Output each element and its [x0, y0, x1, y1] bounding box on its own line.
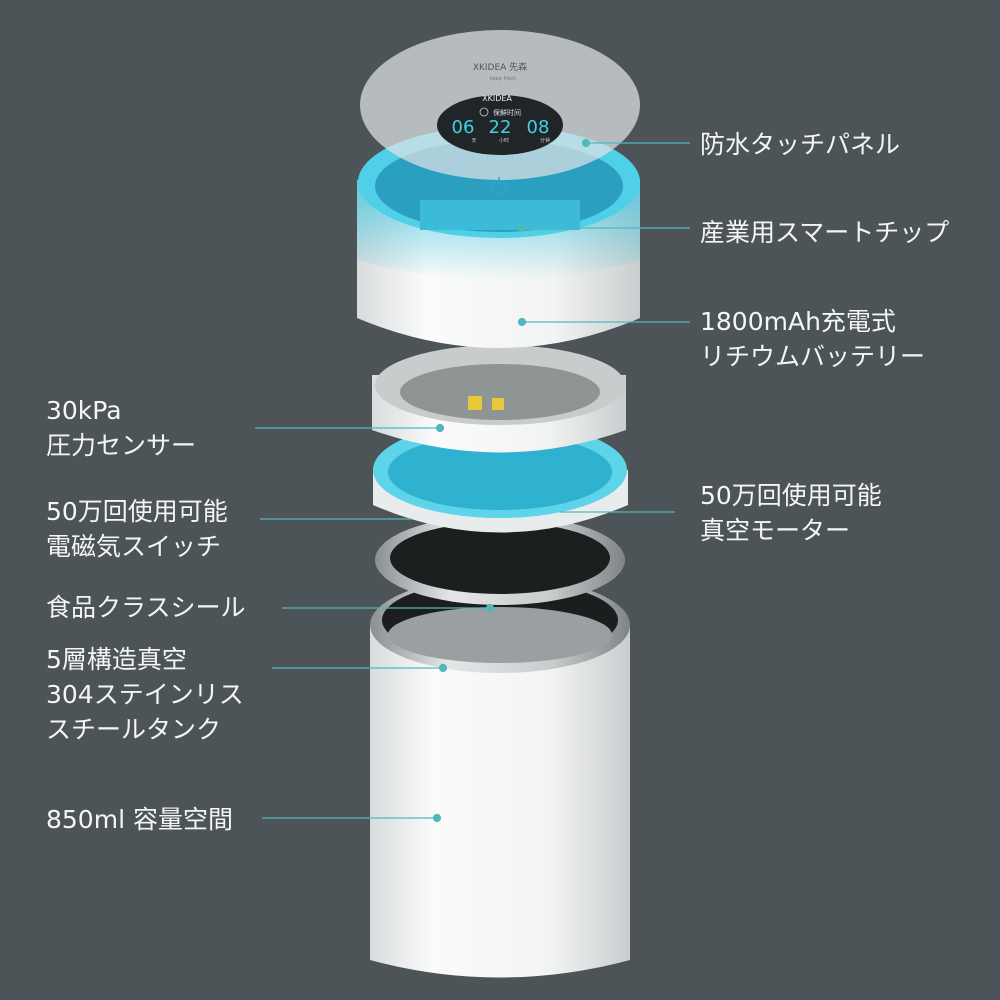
label-line: 真空モーター: [700, 516, 851, 545]
label-line: 電磁気スイッチ: [46, 532, 222, 561]
screen-brand: XKIDEA: [482, 94, 512, 103]
label-line: 圧力センサー: [46, 431, 197, 460]
label-line: 産業用スマートチップ: [700, 218, 950, 247]
label-vacuum-motor: 50万回使用可能真空モーター: [700, 478, 882, 548]
time-minutes: 08: [527, 117, 550, 138]
label-line: 50万回使用可能: [46, 497, 228, 526]
food-grade-seal: [375, 515, 625, 605]
unit-minutes: 分钟: [540, 137, 550, 144]
circuit-board: [420, 200, 580, 230]
callout-lines: [255, 138, 690, 823]
pressure-sensor-section: [372, 345, 626, 453]
logo-text: XKIDEA 先森: [473, 61, 527, 73]
tank-body: [370, 577, 630, 978]
label-line: 食品クラスシール: [46, 593, 246, 622]
clock-icon: [479, 107, 489, 117]
screen-title: 保鮮时间: [493, 108, 521, 117]
label-line: 304ステインリス: [46, 680, 244, 709]
label-steel-tank: 5層構造真空 304ステインリススチールタンク: [46, 642, 244, 747]
label-seal: 食品クラスシール: [46, 590, 246, 625]
label-line: 50万回使用可能: [700, 481, 882, 510]
label-line: リチウムバッテリー: [700, 342, 926, 371]
label-solenoid-switch: 50万回使用可能電磁気スイッチ: [46, 494, 228, 564]
time-hours: 22: [489, 117, 512, 138]
label-line: 850ml 容量空間: [46, 805, 233, 834]
label-battery: 1800mAh充電式リチウムバッテリー: [700, 304, 925, 374]
label-line: 1800mAh充電式: [700, 307, 896, 336]
label-touch-panel: 防水タッチパネル: [700, 127, 900, 162]
power-icon: [491, 177, 507, 195]
unit-days: 天: [471, 138, 476, 144]
label-capacity: 850ml 容量空間: [46, 802, 233, 837]
label-smart-chip: 産業用スマートチップ: [700, 215, 949, 250]
label-pressure-sensor: 30kPa 圧力センサー: [46, 393, 196, 463]
time-days: 06: [452, 117, 475, 138]
unit-hours: 小时: [499, 137, 509, 144]
label-line: 防水タッチパネル: [700, 130, 901, 159]
label-line: スチールタンク: [46, 715, 222, 744]
label-line: 5層構造真空: [46, 645, 187, 674]
touch-panel-lid: XKIDEA 先森 keep fresh XKIDEA 保鮮时间 06 22 0…: [360, 30, 640, 195]
logo-subtext: keep fresh: [490, 76, 516, 82]
label-line: 30kPa: [46, 396, 122, 425]
